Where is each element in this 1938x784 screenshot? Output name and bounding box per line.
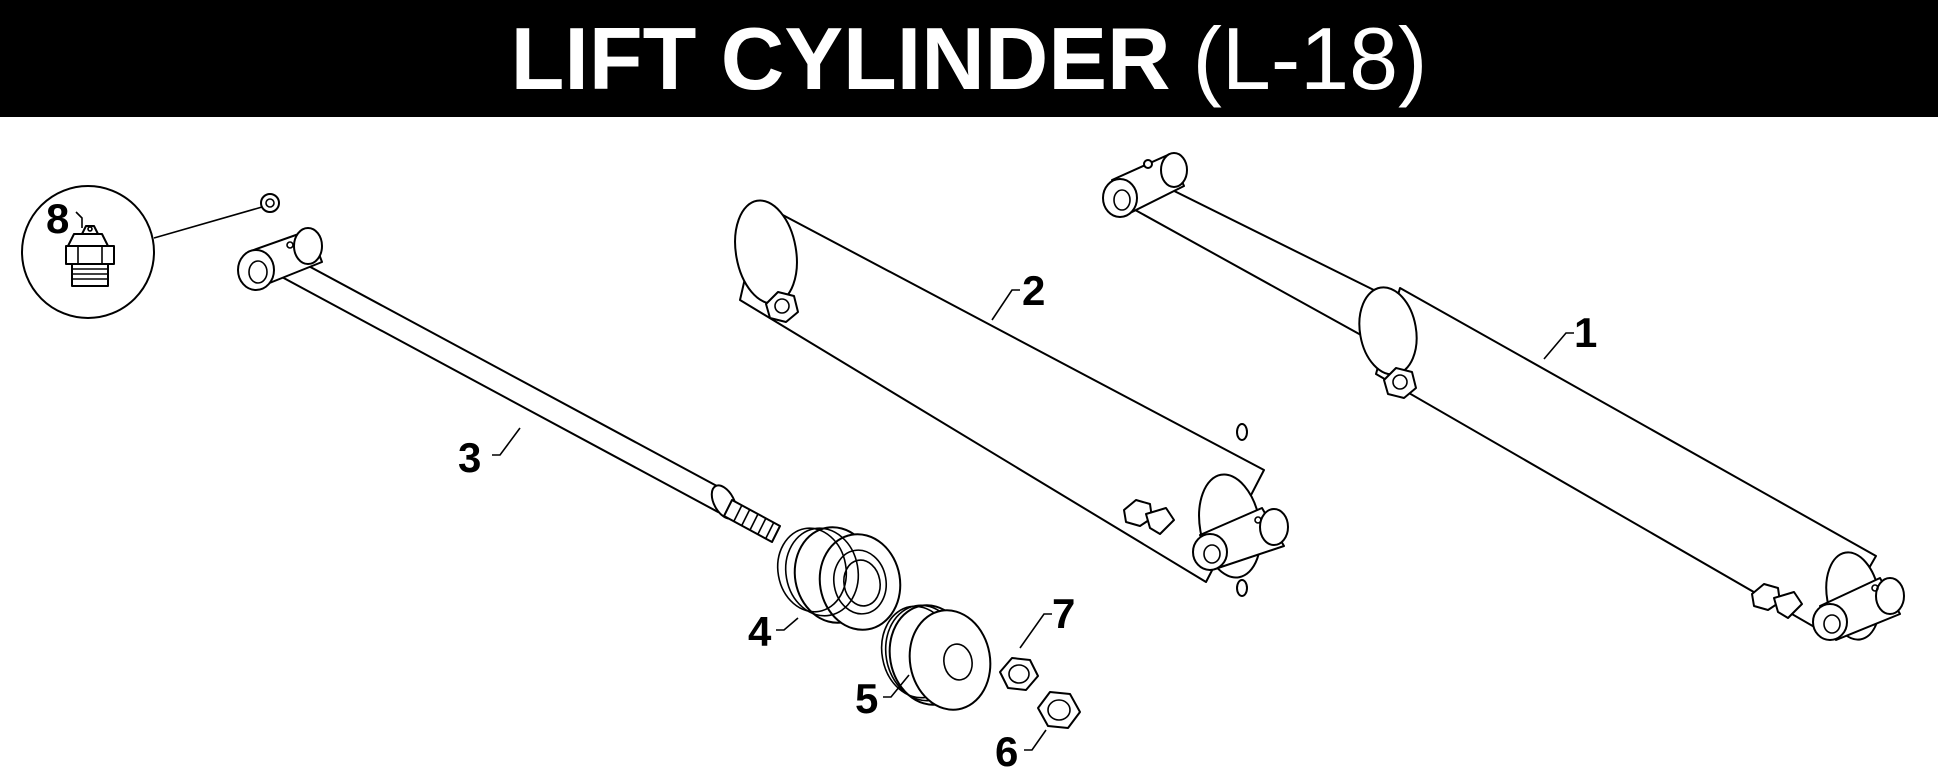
- callout-2: 2: [1022, 267, 1045, 314]
- title-main: LIFT CYLINDER: [510, 8, 1171, 108]
- barrel-part: 2: [734, 199, 1289, 597]
- piston-part: 5: [855, 604, 992, 722]
- elbow-fitting-icon: [1123, 499, 1175, 535]
- title-model: (L-18): [1192, 8, 1428, 108]
- callout-6-leader: [1024, 729, 1047, 751]
- callout-3-leader: [492, 427, 521, 456]
- rod-part: 3: [237, 227, 781, 543]
- callout-7: 7: [1052, 590, 1075, 637]
- callout-4-leader: [776, 617, 799, 631]
- exploded-parts-diagram: 8 3 4 5: [21, 152, 1905, 775]
- gland-part: 4: [748, 526, 902, 655]
- port-fitting-icon: [1383, 367, 1417, 399]
- detail-leader-line: [153, 206, 263, 239]
- callout-2-leader: [991, 289, 1020, 321]
- grease-fitting-icon: [65, 225, 115, 287]
- small-fitting-icon: [1236, 423, 1248, 441]
- callout-4: 4: [748, 608, 772, 655]
- callout-6: 6: [995, 728, 1018, 775]
- callout-8: 8: [46, 195, 69, 242]
- callout-7-leader: [1019, 613, 1052, 649]
- page-title: LIFT CYLINDER(L-18): [511, 14, 1428, 103]
- barrel-assembly-part: 1: [1102, 152, 1905, 641]
- port-fitting-icon: [765, 291, 799, 323]
- small-fitting-icon: [1236, 579, 1248, 597]
- grease-fitting-small-icon: [260, 193, 280, 213]
- callout-5: 5: [855, 675, 878, 722]
- callout-1: 1: [1574, 309, 1597, 356]
- callout-3: 3: [458, 434, 481, 481]
- title-banner: LIFT CYLINDER(L-18): [0, 0, 1938, 117]
- elbow-fitting-icon: [1751, 583, 1803, 619]
- grease-fitting-detail: 8: [21, 185, 280, 319]
- nut-small-part: 7: [999, 590, 1075, 691]
- callout-5-leader: [883, 674, 910, 698]
- callout-8-leader: [75, 211, 83, 228]
- callout-1-leader: [1543, 332, 1574, 360]
- nut-large-part: 6: [995, 691, 1081, 775]
